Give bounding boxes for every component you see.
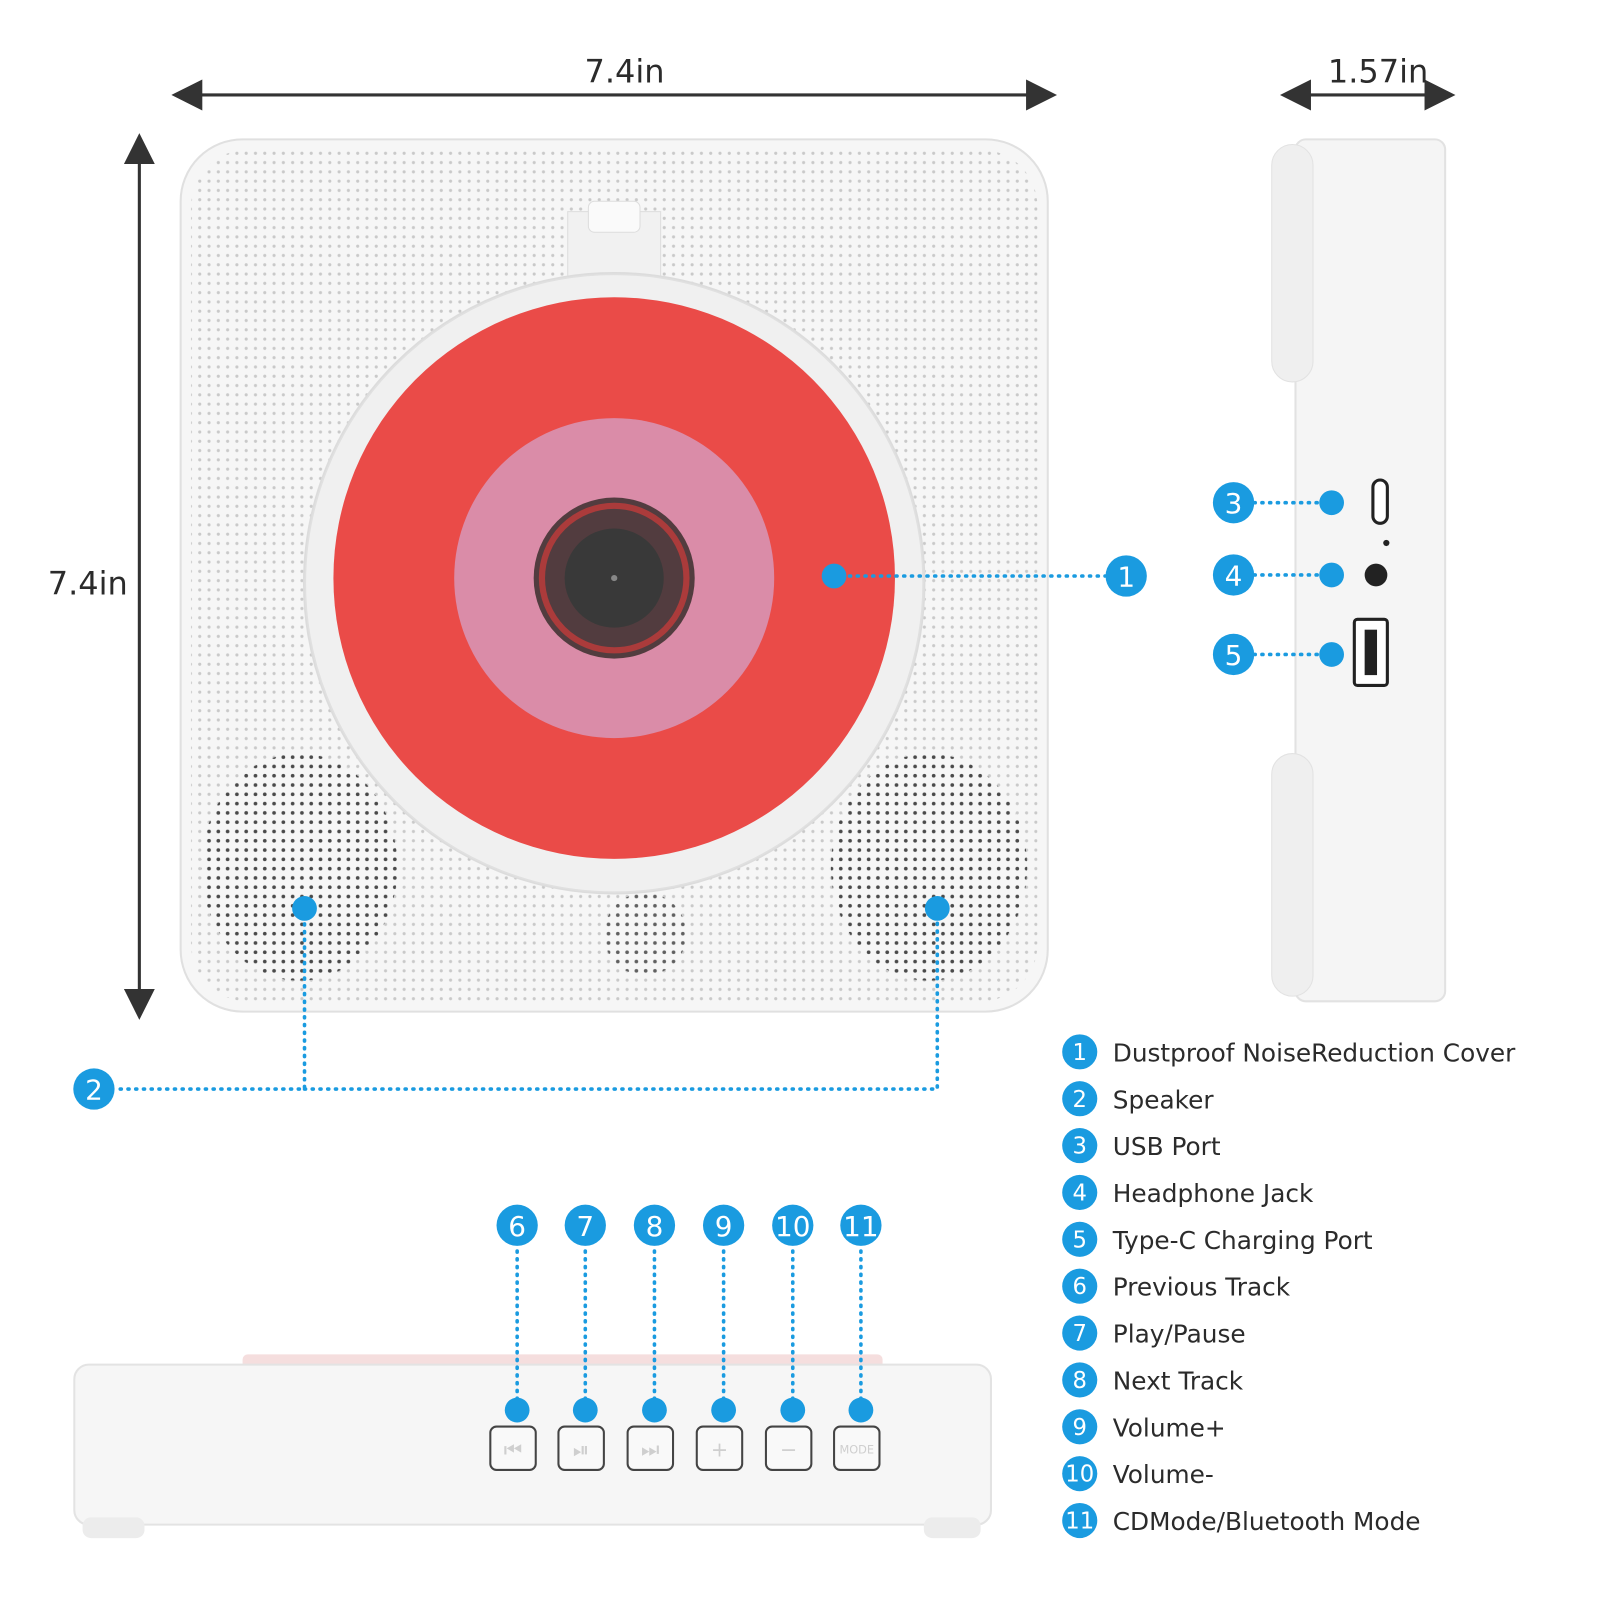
callout-badge-5: 5 <box>1212 633 1255 676</box>
legend-label: Volume+ <box>1113 1413 1226 1442</box>
type-c-port <box>1371 478 1389 525</box>
legend-number: 4 <box>1073 1180 1087 1206</box>
mode-icon: MODE <box>839 1442 874 1456</box>
legend-label: Next Track <box>1113 1366 1244 1395</box>
headphone-jack <box>1364 563 1388 587</box>
legend-number: 7 <box>1073 1321 1087 1347</box>
legend-label: CDMode/Bluetooth Mode <box>1113 1507 1421 1536</box>
callout-badge-9: 9 <box>702 1204 745 1246</box>
side-view <box>1271 138 1447 1003</box>
legend-item: 6 Previous Track <box>1062 1268 1291 1304</box>
legend-number: 1 <box>1073 1040 1087 1066</box>
callout-badge-7: 7 <box>564 1204 606 1246</box>
bottom-view: ⏮ ⏯ ⏭ + − MODE <box>73 1354 992 1539</box>
legend-number: 11 <box>1065 1509 1094 1535</box>
callout-marker <box>1319 490 1344 516</box>
legend-label: Previous Track <box>1113 1273 1291 1302</box>
legend-item: 4 Headphone Jack <box>1062 1174 1314 1211</box>
legend-item: 2 Speaker <box>1062 1081 1215 1117</box>
callout-number: 5 <box>1225 639 1243 672</box>
callout-marker <box>924 896 950 921</box>
legend-label: Type-C Charging Port <box>1112 1226 1373 1255</box>
legend-number: 10 <box>1065 1462 1094 1488</box>
callout-badge-4: 4 <box>1212 554 1255 596</box>
height-label: 7.4in <box>48 565 128 603</box>
speaker-grille-right <box>830 753 1028 981</box>
callout-number: 6 <box>508 1210 526 1243</box>
legend-label: Speaker <box>1113 1085 1215 1114</box>
callout-badge-2: 2 <box>73 1068 115 1110</box>
callout-marker <box>1319 562 1344 588</box>
callout-number: 9 <box>715 1210 733 1243</box>
callout-marker <box>821 563 847 589</box>
callout-badge-3: 3 <box>1212 482 1255 524</box>
callout-number: 11 <box>843 1210 878 1243</box>
callout-badge-8: 8 <box>633 1204 676 1246</box>
callout-number: 4 <box>1225 560 1243 593</box>
callout-number: 7 <box>576 1210 594 1243</box>
callout-badge-6: 6 <box>496 1204 538 1246</box>
legend-item: 3 USB Port <box>1062 1128 1221 1164</box>
callout-marker <box>292 896 317 921</box>
volume-down-icon: − <box>780 1437 797 1461</box>
callout-marker <box>780 1397 806 1423</box>
callout-number: 8 <box>646 1210 664 1243</box>
callout-marker <box>572 1397 598 1423</box>
legend-number: 8 <box>1073 1368 1087 1394</box>
callout-badge-11: 11 <box>840 1204 882 1246</box>
speaker-grille-left <box>201 753 398 981</box>
callout-marker <box>848 1397 874 1423</box>
front-view <box>179 138 1049 1013</box>
mode-button[interactable]: MODE <box>833 1425 881 1471</box>
callout-marker <box>504 1397 530 1423</box>
previous-track-icon: ⏮ <box>504 1437 523 1461</box>
legend-number: 5 <box>1073 1227 1087 1253</box>
callout-marker <box>642 1397 667 1423</box>
legend-item: 9 Volume+ <box>1062 1409 1226 1445</box>
legend-item: 8 Next Track <box>1062 1362 1244 1398</box>
volume-down-button[interactable]: − <box>764 1425 813 1471</box>
volume-up-icon: + <box>711 1437 728 1461</box>
next-track-icon: ⏭ <box>641 1437 660 1461</box>
callout-number: 1 <box>1117 561 1135 594</box>
legend-label: Headphone Jack <box>1113 1179 1314 1208</box>
callout-number: 10 <box>775 1210 810 1243</box>
legend-item: 10 Volume- <box>1062 1456 1214 1492</box>
callout-number: 3 <box>1225 487 1243 520</box>
play-pause-button[interactable]: ⏯ <box>557 1425 605 1471</box>
legend-item: 1 Dustproof NoiseReduction Cover <box>1062 1034 1516 1070</box>
width-dimension: 7.4in <box>171 53 1058 111</box>
callout-number: 2 <box>85 1074 103 1107</box>
legend-item: 7 Play/Pause <box>1062 1315 1246 1351</box>
previous-track-button[interactable]: ⏮ <box>489 1425 537 1471</box>
play-pause-icon: ⏯ <box>573 1437 590 1461</box>
depth-dimension: 1.57in <box>1280 53 1456 111</box>
legend-number: 2 <box>1073 1087 1087 1113</box>
legend-label: USB Port <box>1113 1132 1221 1161</box>
legend-number: 9 <box>1073 1415 1087 1441</box>
callout-marker <box>1319 642 1344 667</box>
depth-label: 1.57in <box>1328 53 1428 91</box>
legend-item: 5 Type-C Charging Port <box>1062 1221 1373 1257</box>
callout-badge-1: 1 <box>1105 555 1147 597</box>
height-dimension: 7.4in <box>48 133 155 1020</box>
callout-lines <box>111 500 1334 1091</box>
volume-up-button[interactable]: + <box>695 1425 744 1471</box>
legend-number: 6 <box>1073 1274 1087 1300</box>
legend-label: Dustproof NoiseReduction Cover <box>1113 1038 1516 1067</box>
legend-label: Volume- <box>1113 1460 1214 1489</box>
callout-badge-10: 10 <box>772 1204 814 1246</box>
width-label: 7.4in <box>584 53 664 91</box>
legend-label: Play/Pause <box>1113 1320 1246 1349</box>
next-track-button[interactable]: ⏭ <box>626 1425 675 1471</box>
legend-number: 3 <box>1073 1134 1087 1160</box>
callout-marker <box>711 1397 736 1423</box>
legend-item: 11 CDMode/Bluetooth Mode <box>1062 1502 1421 1539</box>
